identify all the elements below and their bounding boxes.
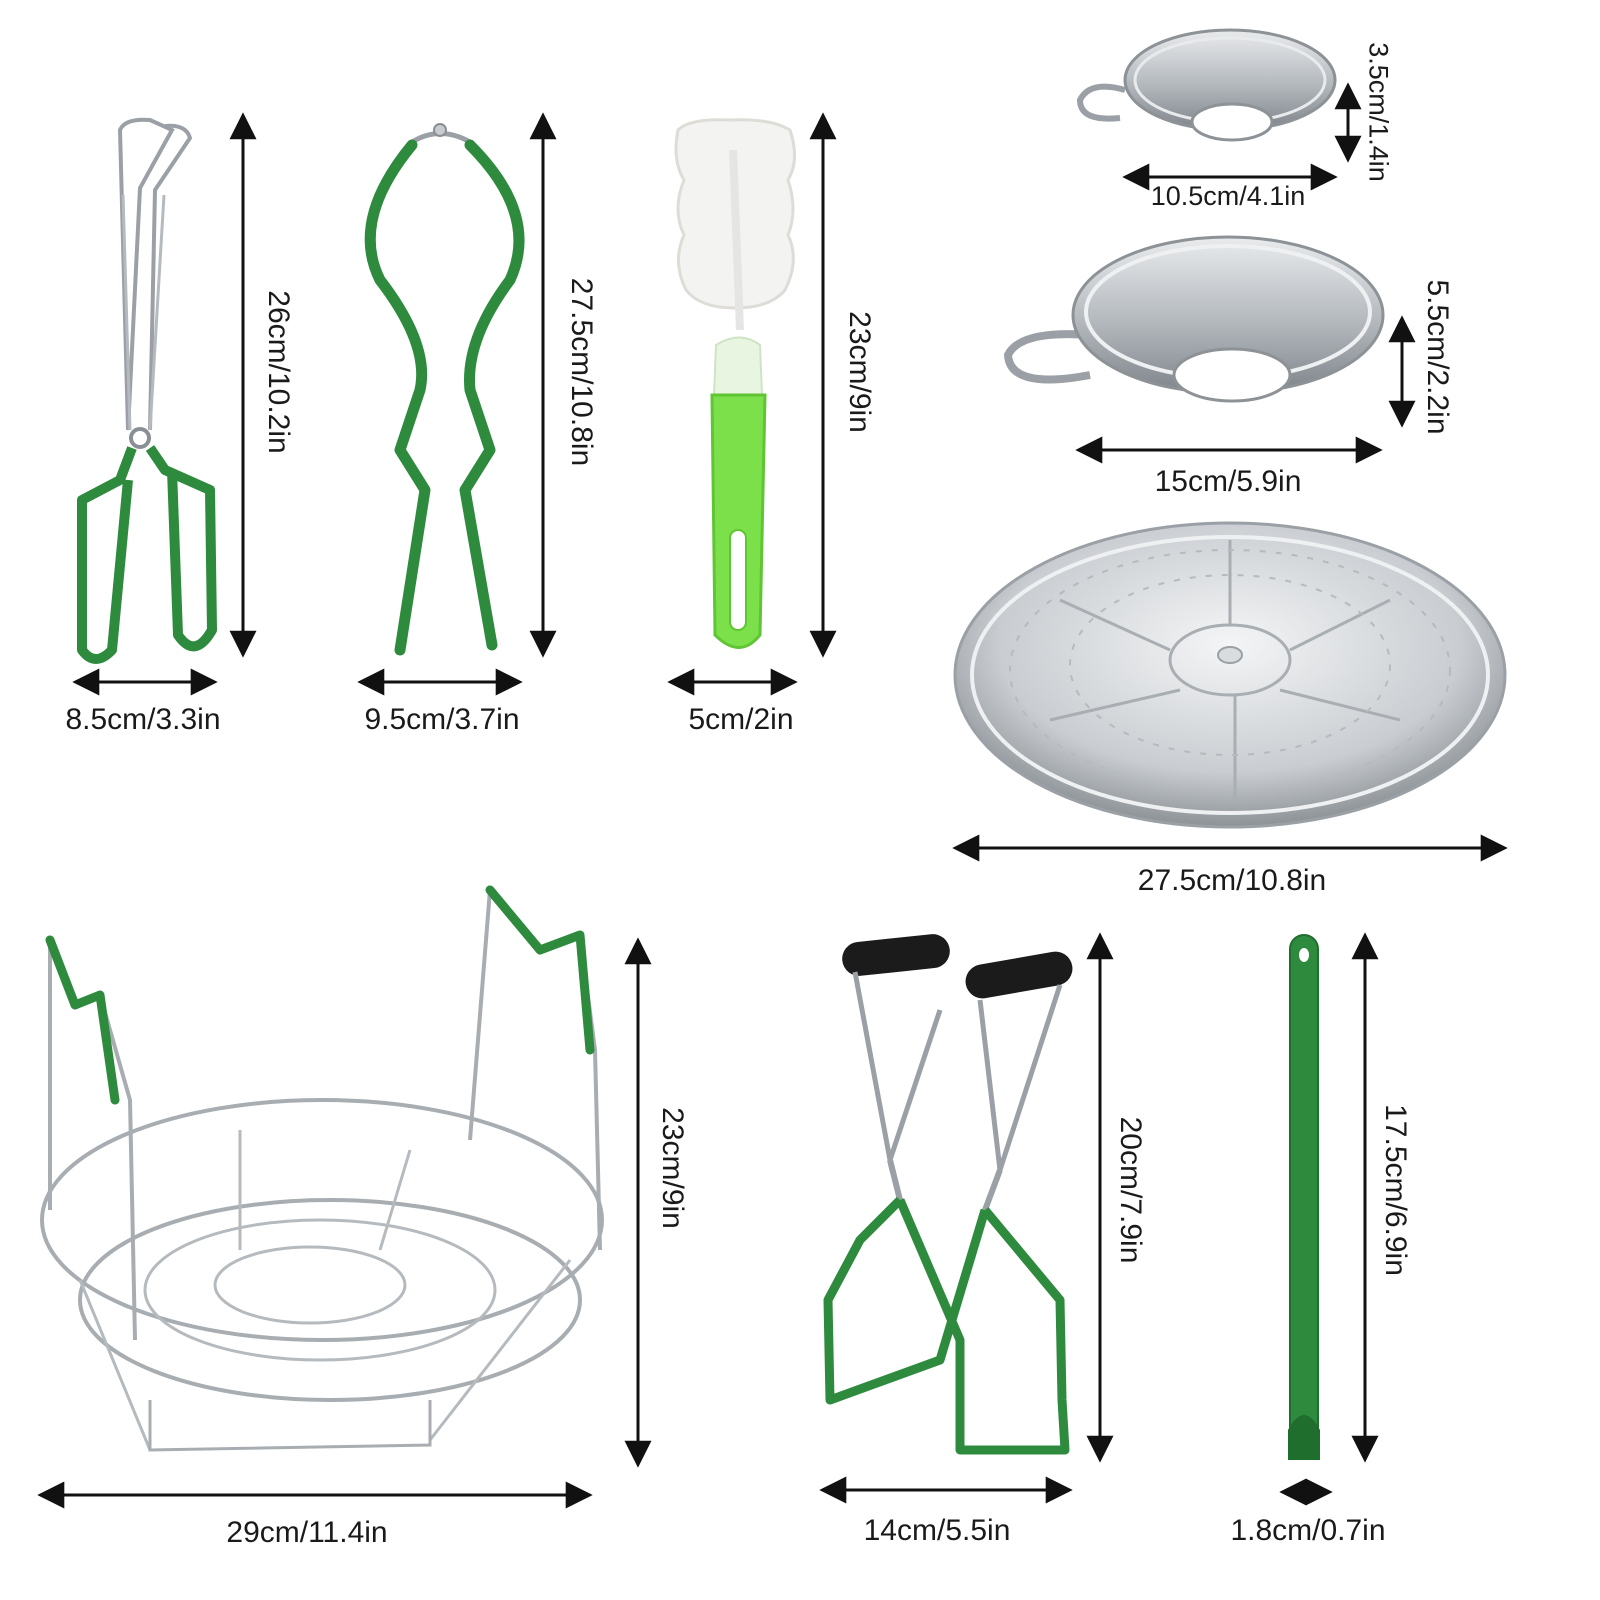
bubble-remover bbox=[1288, 934, 1320, 1460]
rack-width-label: 29cm/11.4in bbox=[226, 1516, 388, 1549]
large-funnel-height-label: 5.5cm/2.2in bbox=[1421, 279, 1454, 435]
steamer-plate bbox=[953, 521, 1507, 829]
jar-lifter bbox=[823, 934, 1073, 1455]
tongs-height-label: 26cm/10.2in bbox=[262, 290, 295, 454]
small-funnel bbox=[1076, 28, 1337, 142]
small-funnel-height-label: 3.5cm/1.4in bbox=[1363, 42, 1394, 182]
jar-wrench bbox=[364, 123, 525, 656]
brush-width-label: 5cm/2in bbox=[688, 703, 794, 736]
dimension-arrows bbox=[37, 82, 1508, 1509]
brush-height-label: 23cm/9in bbox=[843, 311, 876, 433]
canning-rack bbox=[40, 884, 604, 1452]
canning-tongs bbox=[77, 117, 217, 664]
jar-lifter-width-label: 14cm/5.5in bbox=[863, 1514, 1011, 1547]
jar-lifter-height-label: 20cm/7.9in bbox=[1114, 1116, 1147, 1264]
jar-brush bbox=[674, 118, 796, 649]
jar-wrench-height-label: 27.5cm/10.8in bbox=[565, 277, 598, 467]
steamer-plate-width-label: 27.5cm/10.8in bbox=[1137, 864, 1327, 897]
small-funnel-width-label: 10.5cm/4.1in bbox=[1150, 181, 1306, 211]
bubble-remover-height-label: 17.5cm/6.9in bbox=[1379, 1104, 1412, 1276]
large-funnel-width-label: 15cm/5.9in bbox=[1154, 465, 1302, 498]
tongs-width-label: 8.5cm/3.3in bbox=[65, 703, 221, 736]
rack-height-label: 23cm/9in bbox=[656, 1107, 689, 1229]
jar-wrench-width-label: 9.5cm/3.7in bbox=[364, 703, 520, 736]
bubble-remover-width-label: 1.8cm/0.7in bbox=[1230, 1514, 1386, 1547]
large-funnel bbox=[1003, 235, 1385, 403]
